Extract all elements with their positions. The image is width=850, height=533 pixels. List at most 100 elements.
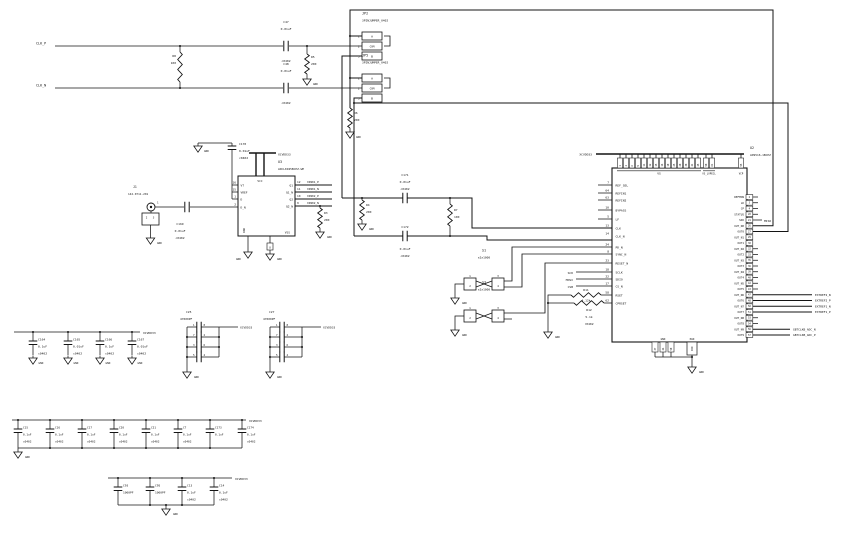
gnd-label: GND (555, 335, 560, 339)
resistor-R8 (177, 51, 183, 83)
u3-pin-num: 2 (234, 202, 236, 206)
u2-pin-num: 32 (748, 248, 751, 251)
u3-pin-name: VREF (241, 190, 248, 194)
net-label-xcvdd33: XCVDD33 (323, 326, 335, 330)
label-components.C20.fp: c0402 (119, 440, 128, 444)
u3-pin-name: Q2 (290, 197, 294, 201)
gnd-label: GND (204, 149, 209, 153)
u2-pin-name: OUT_N1 (734, 235, 744, 239)
u2-pin-name: OUT_N6 (734, 293, 744, 297)
u2-right-pin-box (745, 223, 754, 229)
capacitor-C17 (77, 428, 87, 433)
u3-pin-num: 16 (233, 180, 237, 184)
ref-C17: C17 (87, 426, 92, 430)
capacitor-C14 (209, 486, 219, 491)
label-components.R4.value: 200 (366, 210, 372, 214)
u3-pin-name: Q1 (290, 183, 294, 187)
u2-pin-num: 3 (749, 202, 751, 205)
ref-C166: C166 (105, 338, 112, 342)
u2-pin-num: 39 (748, 271, 751, 274)
resistor-R3 (316, 207, 324, 229)
u3-pin-name: D_N (241, 205, 246, 209)
ref-C167: C167 (137, 338, 144, 342)
junction-dot (217, 335, 221, 339)
u2-top-pin-box (683, 157, 689, 169)
gnd-label: GND (194, 375, 199, 379)
label-components.R12.value: 5.1k (585, 315, 592, 319)
u2-pin-num: 58 (605, 290, 609, 294)
u2-top-pin-box (617, 157, 623, 169)
u2-right-pin-box (745, 303, 754, 309)
ref-U3: U3 (278, 160, 282, 164)
u2-pin-name: REF_SEL (616, 183, 629, 187)
switch-pole-box (491, 277, 505, 291)
u2-pin-name: OUT9 (738, 333, 745, 337)
label-components.C165.value: 0.01uF (73, 345, 84, 349)
label-components.C16.fp: c0402 (55, 440, 64, 444)
cap-array-element (196, 341, 202, 353)
wire (341, 55, 362, 198)
gnd-symbol (63, 357, 73, 365)
gnd-symbol (302, 78, 312, 86)
u2-pin-name: PD_N (616, 245, 623, 249)
capacitor-C166 (95, 340, 105, 345)
label-jumpers.jp2.pins.0.1: A (371, 34, 373, 38)
label-components.C167.fp: c0402 (137, 352, 146, 356)
resistor-R7 (446, 203, 454, 227)
u2-pin-name: CLK (616, 226, 622, 230)
u2-pin-num: 21 (748, 219, 751, 222)
wire (504, 253, 612, 288)
junction-dot (268, 345, 272, 349)
net-label-xin: XIN02_P (307, 194, 319, 198)
net-label-xcvdd33: XCVDD33 (240, 326, 252, 330)
net-label-xcvdd33: XCVDD33 (143, 331, 156, 335)
net-label-xin: XIN02_N (307, 201, 319, 205)
gnd-symbol (145, 237, 156, 245)
u2-right-pin-box (745, 234, 754, 240)
jumper-pin-b (361, 93, 383, 103)
capacitor-C173 (205, 428, 215, 433)
capacitor-C172 (402, 230, 408, 242)
u2-pin-name: REFMON (734, 195, 744, 199)
capacitor-C165 (63, 340, 73, 345)
array-pin-num: 1 (276, 323, 278, 327)
capacitor-C93 (113, 486, 123, 491)
ref-C7: C7 (183, 426, 187, 430)
label-components.R11.value: 4.12k (581, 299, 590, 303)
label-j1.pins.1: 2 (146, 216, 148, 220)
net-label-extref2_p: EXTREF2_P (815, 299, 831, 303)
gnd-symbol (357, 223, 367, 231)
label-components.R5.value: 200 (311, 62, 317, 66)
label-jumpers.jp2.pins.0.0: 1 (358, 34, 360, 38)
u2-right-pin-box (745, 246, 754, 252)
wire (547, 294, 571, 332)
net-label-gbtclkb_adc_p: GBTCLKB_ADC_P (793, 333, 816, 337)
u2-pin-num: 4 (625, 165, 628, 167)
u2-pin-num: 28 (679, 163, 682, 166)
u3-pin-num: 11 (297, 187, 301, 191)
ref-R7: R7 (454, 208, 458, 212)
label-jumpers.jp2.pins.1.0: 2 (358, 44, 360, 48)
array-pin-num: 3 (276, 343, 278, 347)
capacitor-C48 (283, 82, 289, 94)
u2-pin-num: 50 (748, 305, 751, 308)
part-U3: ADCLK925BCPZ-WP (278, 167, 304, 171)
u2-pin-num: 5 (607, 214, 609, 218)
gnd-symbol (345, 131, 355, 139)
u2-pin-name: OUT_N9 (734, 327, 744, 331)
u2-pin-num: 37 (654, 347, 657, 350)
u2-pin-num: 61 (711, 163, 714, 166)
array-pin-num: 6 (204, 343, 206, 347)
wire (504, 246, 612, 282)
gnd-label: GND (277, 375, 282, 379)
gnd-symbol (450, 329, 460, 337)
label-components.C13.value: 0.1uF (187, 491, 196, 495)
capacitor-C170 (227, 145, 237, 150)
u2-pin-num: 59 (670, 347, 673, 350)
u2-pin-num: 29 (748, 236, 751, 239)
label-jumpers.jp5.pins.1.0: 2 (358, 86, 360, 90)
ref-C95: C95 (155, 484, 160, 488)
ref-C165: C165 (73, 338, 80, 342)
u2-right-pin-box (745, 309, 754, 315)
u3-pin-num: 9 (297, 201, 299, 205)
